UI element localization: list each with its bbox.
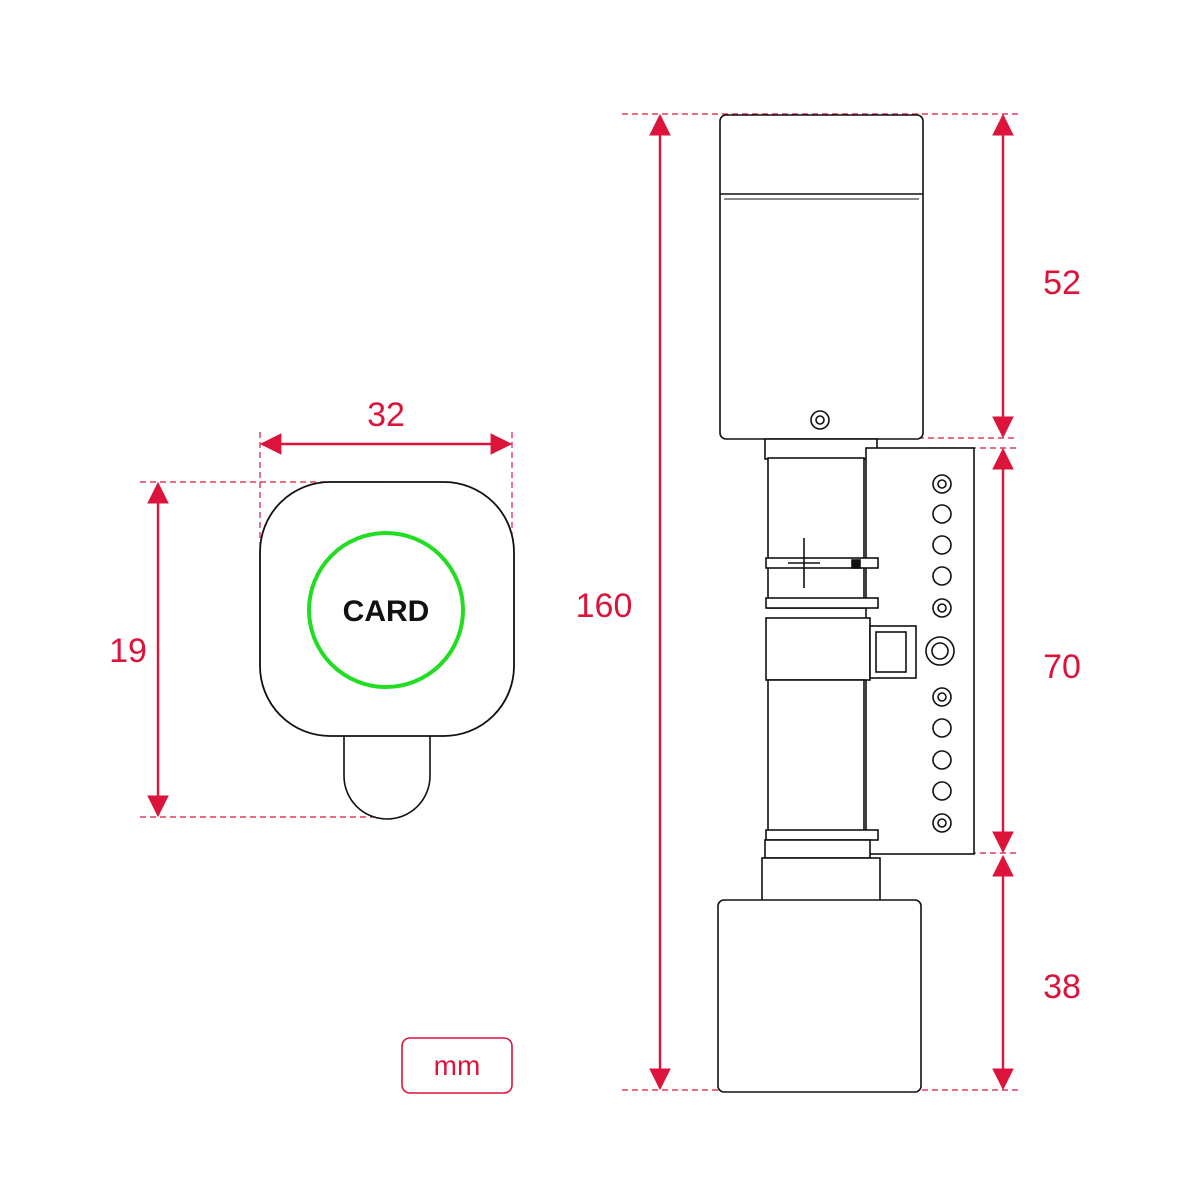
front-height-label: 19 <box>109 632 147 670</box>
cylinder-plate <box>865 447 975 855</box>
screw-icon <box>937 479 947 489</box>
pin-hole <box>932 781 952 801</box>
cam-tongue-inner <box>875 631 907 673</box>
units-label: mm <box>434 1050 481 1081</box>
screw-icon <box>931 642 949 660</box>
units-badge-frame <box>401 1037 513 1094</box>
thumb-turn-tab <box>343 733 431 820</box>
inner-knob <box>717 899 922 1093</box>
lower-shaft <box>767 679 865 837</box>
screw-icon <box>937 692 947 702</box>
pin-mark <box>851 559 861 569</box>
units-badge: mm <box>401 1037 513 1094</box>
upper-collar <box>765 557 879 569</box>
inner-knob-label: 38 <box>1043 968 1081 1006</box>
total-length-label: 160 <box>576 587 633 625</box>
upper-shaft <box>767 457 865 609</box>
card-label: CARD <box>343 595 430 628</box>
front-width-label: 32 <box>367 396 405 434</box>
pin-hole <box>932 566 952 586</box>
pin-hole <box>932 535 952 555</box>
card-reader-ring <box>307 531 465 689</box>
pin-hole <box>932 504 952 524</box>
screw-icon <box>937 603 947 613</box>
front-view: 32 19 CARD <box>109 396 515 820</box>
front-knob-body <box>259 481 515 737</box>
lower-collar <box>765 829 879 841</box>
side-view: 160 52 70 38 <box>576 113 1081 1093</box>
pin-holes <box>932 474 952 833</box>
screw-icon <box>815 415 825 425</box>
cam-block <box>765 617 871 681</box>
inner-neck <box>761 857 881 903</box>
cylinder-body-label: 70 <box>1043 648 1081 686</box>
outer-neck <box>764 438 878 460</box>
pin-hole <box>932 718 952 738</box>
outer-knob-label: 52 <box>1043 264 1081 302</box>
screw-icon <box>937 818 947 828</box>
outer-knob <box>719 114 924 440</box>
pin-hole <box>932 750 952 770</box>
inner-neck-upper <box>764 839 871 859</box>
upper-collar-lower <box>765 597 879 609</box>
cylinder-outline <box>717 114 975 1093</box>
